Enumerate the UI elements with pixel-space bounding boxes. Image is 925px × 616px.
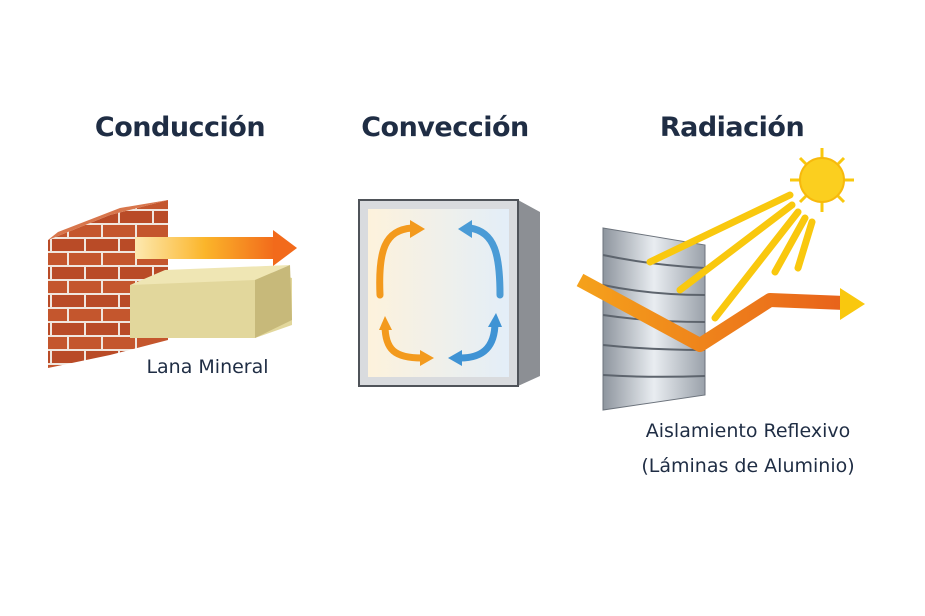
label-mineral-wool: Lana Mineral bbox=[146, 356, 269, 378]
title-conduction: Conducción bbox=[94, 112, 266, 143]
convection-arrows bbox=[376, 220, 504, 366]
title-convection: Convección bbox=[361, 112, 529, 143]
warm-arrow-bottom bbox=[381, 321, 426, 362]
label-reflective-insulation: Aislamiento Reflexivo bbox=[645, 420, 851, 442]
mineral-wool-block bbox=[130, 265, 292, 338]
reflected-radiation-arrow bbox=[576, 273, 865, 352]
cool-arrow-bottom bbox=[456, 318, 499, 362]
sun-rays bbox=[646, 191, 816, 322]
label-aluminum-sheets: (Láminas de Aluminio) bbox=[641, 455, 855, 477]
title-radiation: Radiación bbox=[659, 112, 805, 143]
sun-icon bbox=[790, 148, 854, 212]
warm-arrow-up bbox=[376, 224, 416, 299]
cool-arrow-down bbox=[466, 224, 504, 299]
heat-flow-arrow bbox=[135, 230, 297, 266]
